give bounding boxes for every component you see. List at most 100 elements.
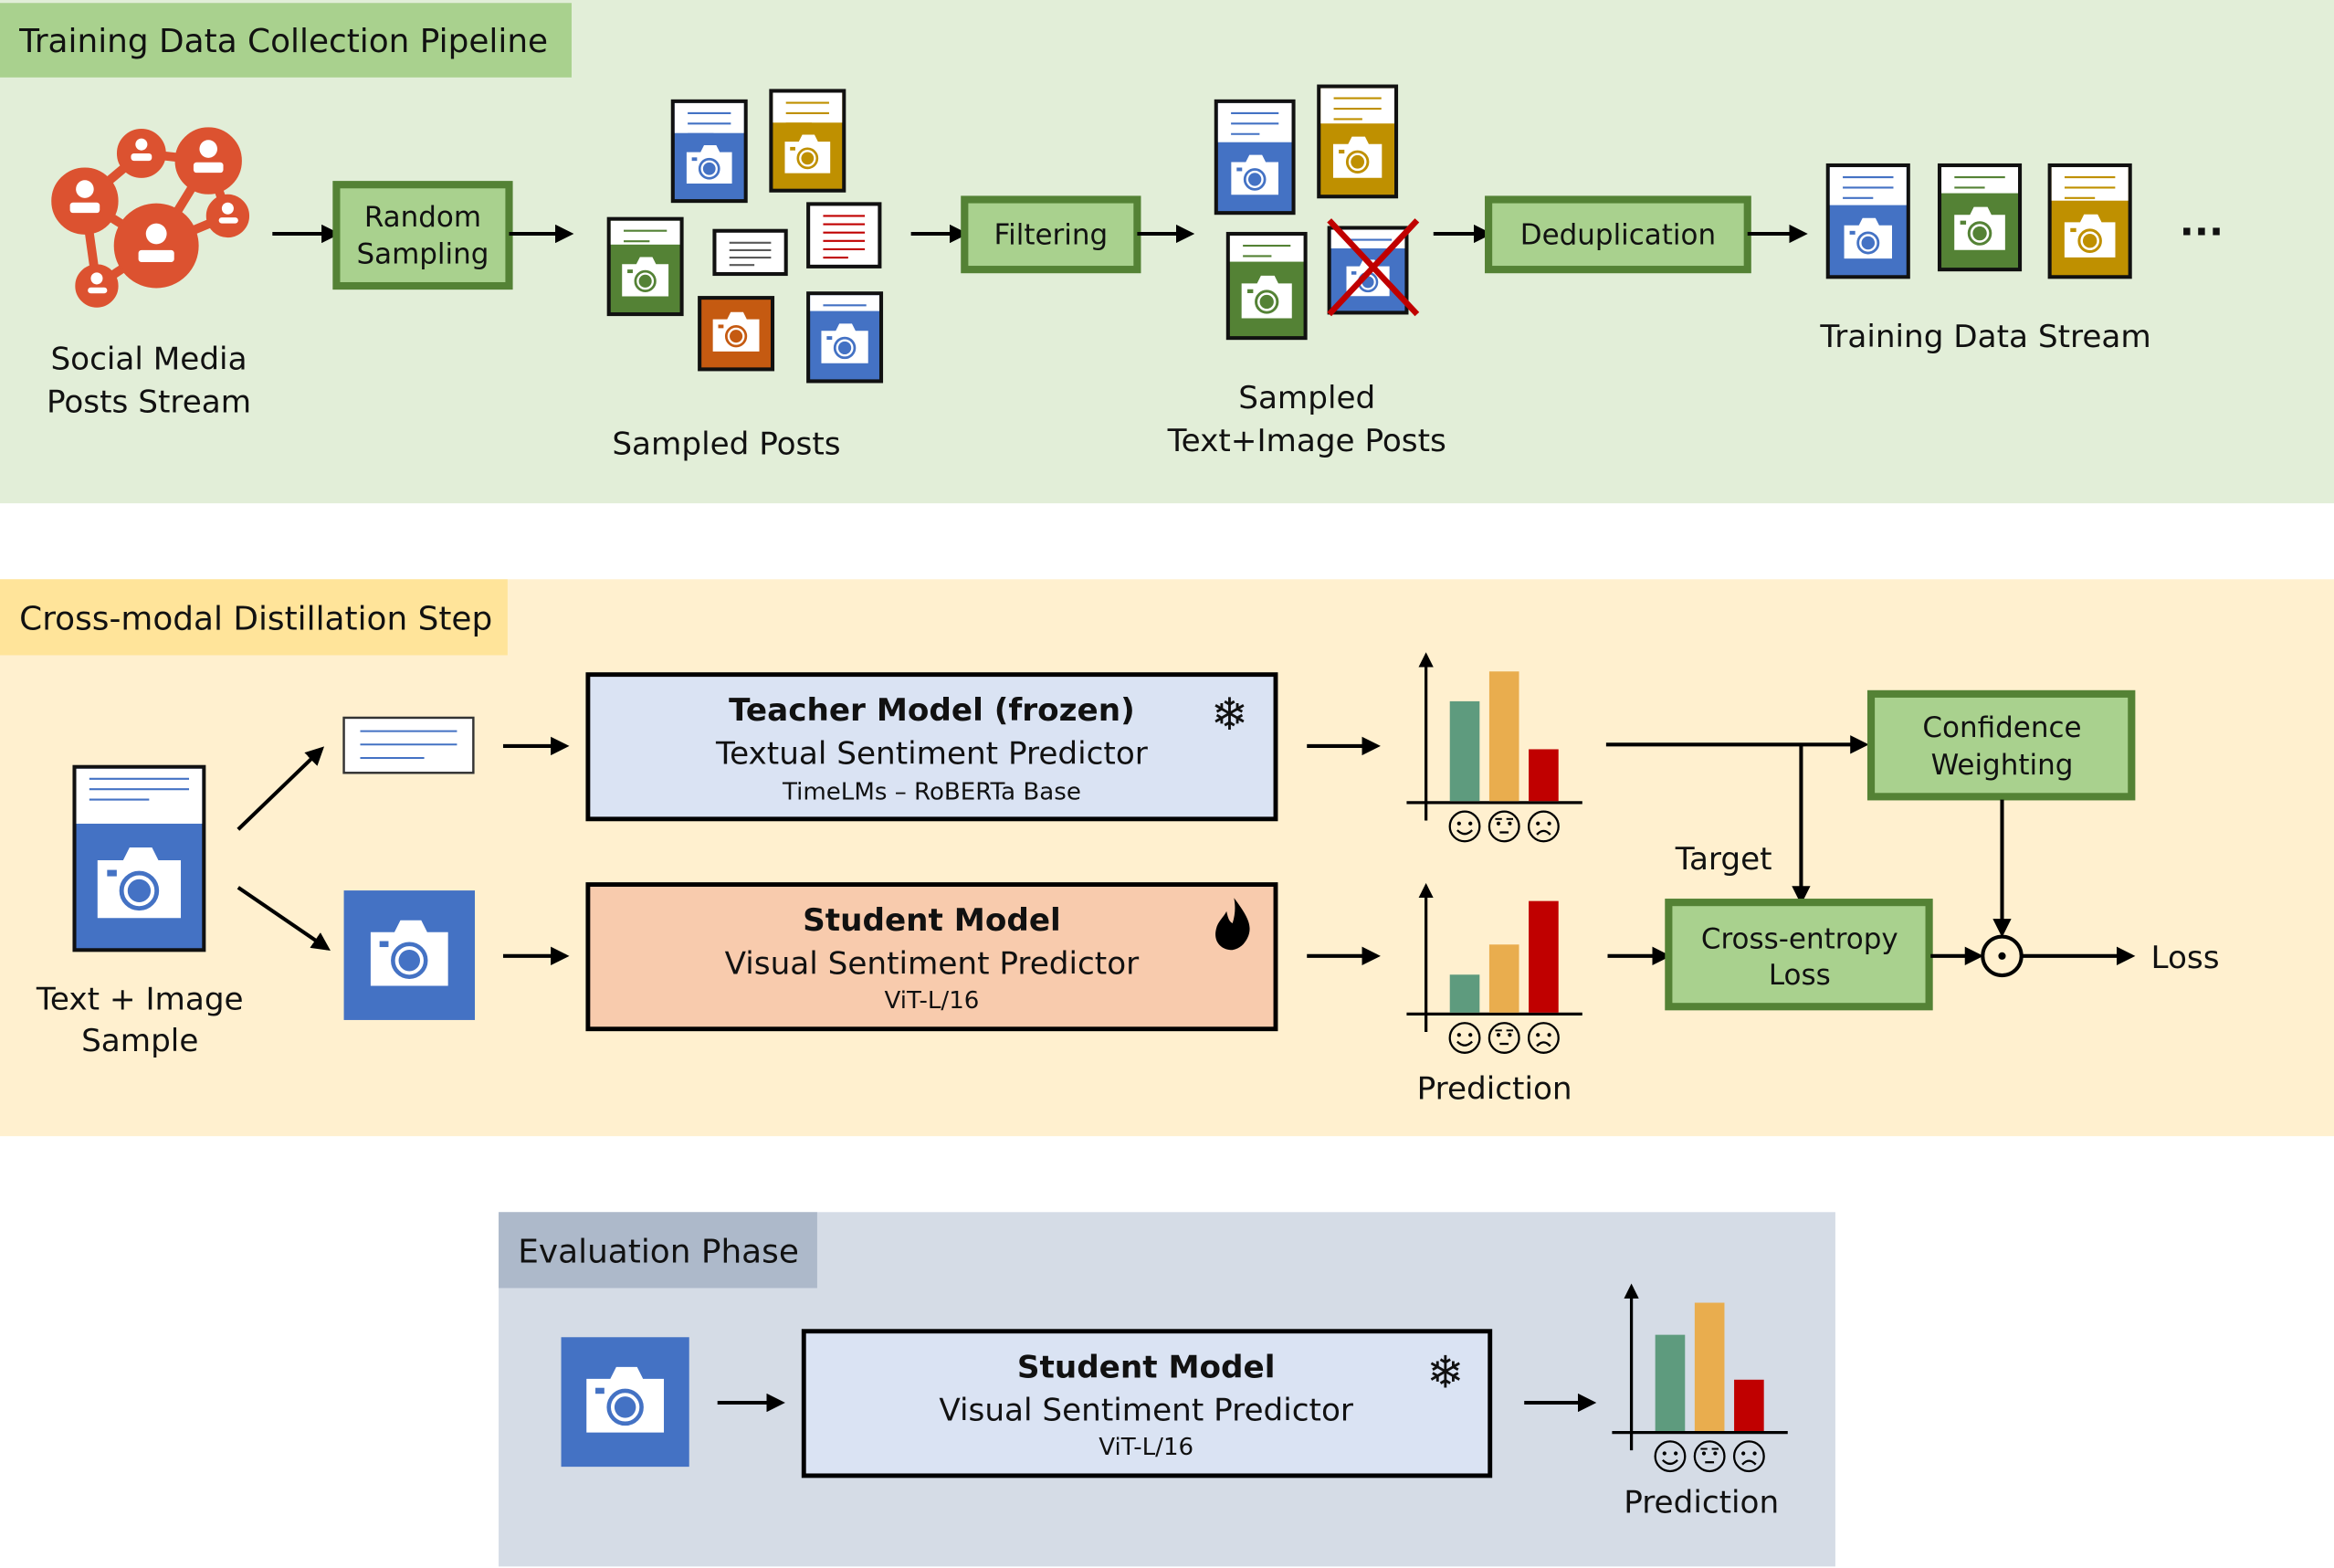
eval-image-input bbox=[561, 1337, 689, 1468]
camera-icon bbox=[370, 920, 448, 986]
filtering-box: Filtering bbox=[961, 195, 1141, 274]
post-card bbox=[1225, 231, 1308, 341]
filtered-label-line2: Text+Image Posts bbox=[1167, 423, 1446, 459]
positive-face-icon bbox=[1448, 810, 1481, 843]
filtered-posts-cluster bbox=[1214, 84, 1409, 341]
text-image-sample-post bbox=[72, 764, 206, 952]
training-stream-posts bbox=[1825, 163, 2132, 279]
flame-icon bbox=[1215, 898, 1250, 951]
loss-label: Loss bbox=[2150, 940, 2219, 976]
camera-icon bbox=[586, 1366, 665, 1433]
ce-line2: Loss bbox=[1769, 959, 1831, 992]
post-card bbox=[606, 216, 684, 317]
teacher-arch: TimeLMs – RoBERTa Base bbox=[782, 779, 1081, 806]
cross-entropy-box: Cross-entropy Loss bbox=[1665, 899, 1933, 1011]
camera-icon bbox=[686, 144, 732, 184]
distillation-panel: Cross-modal Distillation Step Text + Ima… bbox=[0, 579, 2334, 1137]
eval-header: Evaluation Phase bbox=[518, 1234, 799, 1271]
bar-negative bbox=[1734, 1379, 1764, 1431]
student-arch: ViT-L/16 bbox=[884, 987, 979, 1015]
camera-icon bbox=[1954, 206, 2005, 250]
dedup-label: Deduplication bbox=[1520, 218, 1716, 251]
ce-line1: Cross-entropy bbox=[1701, 923, 1898, 956]
filtering-label: Filtering bbox=[994, 218, 1109, 251]
teacher-prediction-chart bbox=[1406, 652, 1582, 843]
positive-face-icon bbox=[1654, 1440, 1687, 1473]
negative-face-icon bbox=[1527, 810, 1560, 843]
neutral-face-icon bbox=[1488, 1022, 1520, 1054]
camera-icon bbox=[1241, 275, 1292, 319]
camera-icon bbox=[2064, 214, 2116, 258]
hadamard-product-operator bbox=[1981, 934, 2024, 978]
training-header: Training Data Collection Pipeline bbox=[18, 23, 548, 60]
arrow-split-image bbox=[237, 886, 331, 951]
bar-neutral bbox=[1694, 1302, 1725, 1431]
sample-label-line1: Text + Image bbox=[36, 982, 244, 1018]
negative-face-icon bbox=[1527, 1022, 1560, 1054]
camera-icon bbox=[784, 134, 831, 174]
stream-ellipsis: ... bbox=[2180, 200, 2224, 245]
snowflake-icon: ❄ bbox=[1426, 1347, 1464, 1399]
post-card bbox=[72, 764, 206, 952]
post-card bbox=[1825, 163, 1910, 279]
random-sampling-box: Random Sampling bbox=[332, 181, 513, 290]
bar-neutral bbox=[1488, 671, 1519, 802]
sampled-posts-label: Sampled Posts bbox=[612, 426, 840, 462]
eval-panel-header-bg bbox=[499, 1212, 817, 1289]
bar-positive bbox=[1449, 974, 1480, 1013]
bar-negative bbox=[1529, 900, 1559, 1013]
post-card bbox=[1937, 163, 2023, 272]
eval-prediction-label: Prediction bbox=[1624, 1485, 1779, 1521]
random-sampling-line2: Sampling bbox=[356, 238, 489, 271]
eval-student-title: Student Model bbox=[1017, 1349, 1276, 1385]
random-sampling-line1: Random bbox=[364, 201, 481, 234]
training-panel-header-bg bbox=[0, 3, 572, 78]
bar-positive bbox=[1449, 700, 1480, 802]
training-panel: Training Data Collection Pipeline bbox=[0, 0, 2334, 504]
camera-icon bbox=[821, 323, 868, 363]
image-only-input bbox=[343, 890, 476, 1020]
student-model-box: Student Model Visual Sentiment Predictor… bbox=[585, 882, 1278, 1032]
snowflake-icon: ❄ bbox=[1211, 689, 1248, 741]
post-card bbox=[698, 296, 775, 372]
post-card bbox=[806, 291, 884, 384]
neutral-face-icon bbox=[1488, 810, 1520, 843]
student-prediction-label: Prediction bbox=[1417, 1070, 1572, 1107]
teacher-model-box: Teacher Model (frozen) Textual Sentiment… bbox=[585, 672, 1278, 822]
post-card bbox=[1214, 99, 1296, 216]
stream-label: Training Data Stream bbox=[1819, 319, 2150, 355]
camera-icon bbox=[1332, 136, 1383, 178]
student-subtitle: Visual Sentiment Predictor bbox=[725, 945, 1141, 982]
removed-duplicate-x-icon bbox=[1327, 218, 1420, 317]
sample-label-line2: Sample bbox=[81, 1023, 198, 1059]
source-label-line1: Social Media bbox=[50, 341, 247, 377]
student-prediction-chart bbox=[1406, 882, 1582, 1054]
camera-icon bbox=[97, 847, 182, 919]
distill-panel-bg bbox=[0, 579, 2334, 1137]
post-card bbox=[670, 99, 748, 204]
confidence-line2: Weighting bbox=[1931, 749, 2074, 782]
eval-prediction-chart bbox=[1612, 1283, 1788, 1473]
post-card bbox=[2047, 163, 2132, 279]
bar-neutral bbox=[1488, 944, 1519, 1013]
text-only-input bbox=[342, 716, 475, 774]
confidence-line1: Confidence bbox=[1922, 711, 2081, 744]
teacher-title: Teacher Model (frozen) bbox=[729, 692, 1135, 729]
post-card bbox=[769, 89, 846, 193]
neutral-face-icon bbox=[1693, 1440, 1726, 1473]
sampled-posts-cluster bbox=[606, 89, 884, 384]
source-label-line2: Posts Stream bbox=[47, 384, 251, 421]
camera-icon bbox=[1231, 154, 1279, 195]
deduplication-box: Deduplication bbox=[1485, 195, 1751, 274]
eval-student-arch: ViT-L/16 bbox=[1099, 1434, 1193, 1461]
confidence-weighting-box: Confidence Weighting bbox=[1866, 689, 2136, 801]
positive-face-icon bbox=[1448, 1022, 1481, 1054]
target-label: Target bbox=[1675, 841, 1772, 878]
distill-header: Cross-modal Distillation Step bbox=[19, 601, 492, 638]
teacher-subtitle: Textual Sentiment Predictor bbox=[715, 735, 1149, 772]
camera-icon bbox=[1844, 217, 1893, 259]
bar-negative bbox=[1529, 749, 1559, 802]
bar-positive bbox=[1655, 1334, 1686, 1431]
camera-icon bbox=[622, 257, 669, 297]
